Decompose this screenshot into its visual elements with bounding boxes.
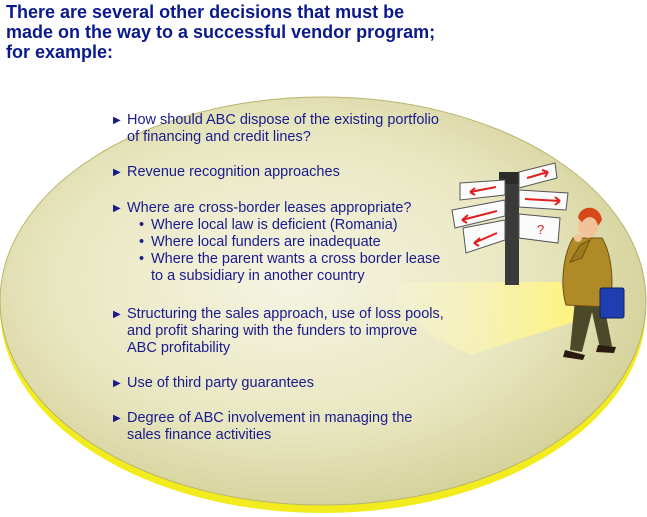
- triangle-bullet-icon: ▶: [113, 413, 121, 424]
- bullet-item: ▶ Use of third party guarantees: [113, 375, 447, 393]
- svg-text:?: ?: [537, 222, 544, 237]
- sub-bullet-text: Where the parent wants a cross border le…: [151, 251, 441, 284]
- bullet-text: Structuring the sales approach, use of l…: [127, 306, 444, 356]
- bullet-text: Use of third party guarantees: [127, 375, 314, 391]
- bullet-text: Revenue recognition approaches: [127, 164, 340, 180]
- dot-bullet-icon: •: [139, 217, 145, 233]
- disc: [0, 96, 647, 506]
- sub-bullet-item: • Where local law is deficient (Romania): [139, 217, 441, 234]
- sub-bullet-text: Where local funders are inadequate: [151, 234, 381, 250]
- triangle-bullet-icon: ▶: [113, 203, 121, 214]
- signpost-pole: [505, 180, 519, 285]
- sub-bullet-item: • Where the parent wants a cross border …: [139, 251, 441, 285]
- triangle-bullet-icon: ▶: [113, 167, 121, 178]
- bullet-item: ▶ Revenue recognition approaches: [113, 164, 447, 182]
- sub-bullet-item: • Where local funders are inadequate: [139, 234, 441, 251]
- dot-bullet-icon: •: [139, 251, 145, 267]
- sign-6: [462, 219, 506, 254]
- light-beam: [395, 282, 580, 355]
- briefcase: [599, 287, 625, 319]
- sub-bullet-text: Where local law is deficient (Romania): [151, 217, 398, 233]
- bullet-text: How should ABC dispose of the existing p…: [127, 112, 439, 145]
- bullet-item: ▶ How should ABC dispose of the existing…: [113, 112, 447, 146]
- bullet-item: ▶ Where are cross-border leases appropri…: [113, 200, 447, 218]
- bullet-text: Degree of ABC involvement in managing th…: [127, 410, 413, 443]
- sign-5: [518, 213, 561, 244]
- bullet-item: ▶ Structuring the sales approach, use of…: [113, 306, 447, 357]
- dot-bullet-icon: •: [139, 234, 145, 250]
- bullet-item: ▶ Degree of ABC involvement in managing …: [113, 410, 447, 444]
- person-at-signpost-illustration: ?: [451, 162, 625, 360]
- page-title: There are several other decisions that m…: [6, 2, 436, 62]
- bullet-text: Where are cross-border leases appropriat…: [127, 200, 412, 216]
- triangle-bullet-icon: ▶: [113, 115, 121, 126]
- triangle-bullet-icon: ▶: [113, 378, 121, 389]
- triangle-bullet-icon: ▶: [113, 309, 121, 320]
